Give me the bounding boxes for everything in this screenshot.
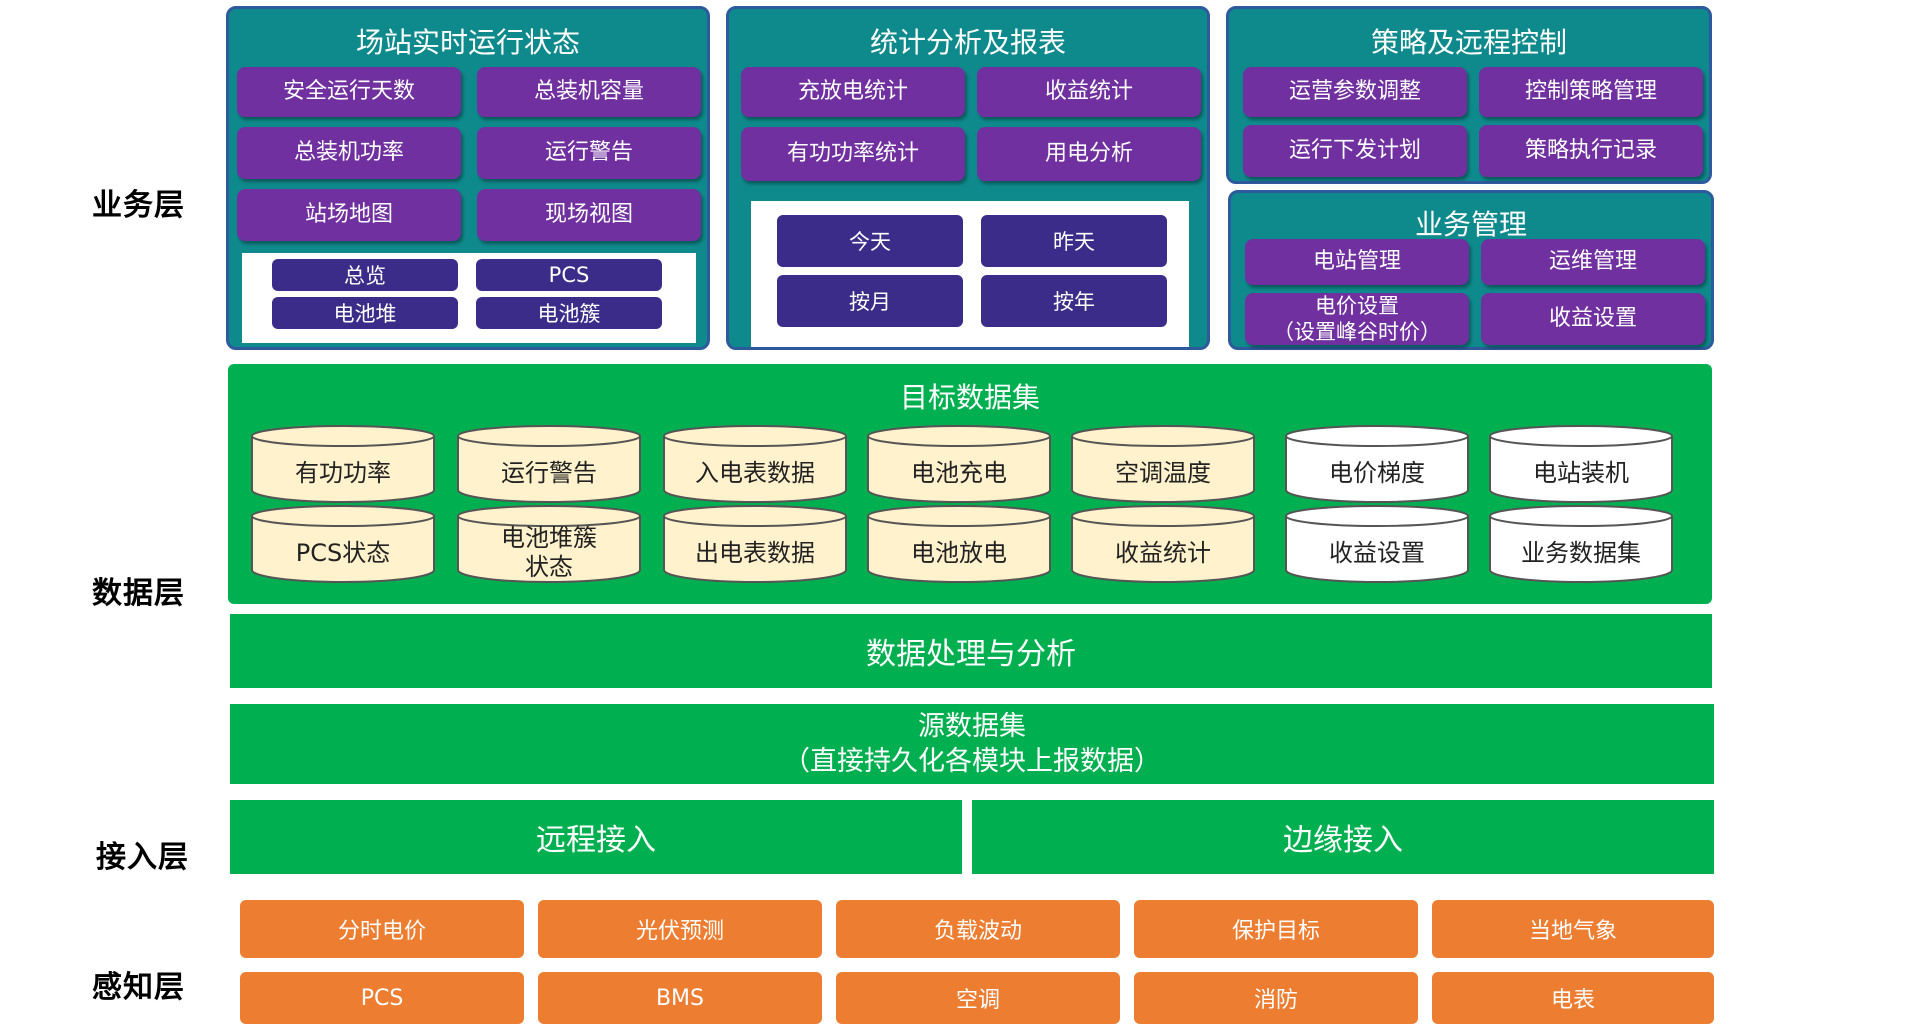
layer-label-perception: 感知层 [92, 970, 185, 1005]
database-icon [1489, 505, 1673, 583]
period-year-button[interactable]: 按年 [981, 275, 1167, 327]
data-processing-bar: 数据处理与分析 [230, 614, 1712, 688]
cylinder-label: 电池充电 [911, 458, 1007, 487]
station-management-button[interactable]: 电站管理 [1245, 239, 1469, 285]
strategy-execution-log-button[interactable]: 策略执行记录 [1479, 125, 1703, 177]
cylinder-label: PCS状态 [295, 538, 391, 567]
database-icon [1489, 425, 1673, 503]
cylinder-label: 出电表数据 [695, 538, 815, 567]
site-view-button[interactable]: 现场视图 [477, 189, 701, 241]
target-dataset-title: 目标数据集 [899, 381, 1040, 414]
nav-pcs-button[interactable]: PCS [476, 259, 662, 291]
pv-forecast-item: 光伏预测 [538, 900, 822, 958]
tou-price-item: 分时电价 [240, 900, 524, 958]
cylinder-label: 收益统计 [1115, 538, 1211, 567]
database-icon [457, 425, 641, 503]
layer-label-access: 接入层 [96, 840, 189, 875]
dispatch-plan-button[interactable]: 运行下发计划 [1243, 125, 1467, 177]
database-icon [1285, 505, 1469, 583]
nav-battery-cluster-button[interactable]: 电池簇 [476, 297, 662, 329]
control-strategy-button[interactable]: 控制策略管理 [1479, 67, 1703, 117]
cylinder-label: 入电表数据 [695, 458, 815, 487]
remote-access-bar: 远程接入 [230, 800, 962, 874]
bms-item: BMS [538, 972, 822, 1024]
meter-item: 电表 [1432, 972, 1714, 1024]
cylinder-label: 收益设置 [1329, 538, 1425, 567]
cylinder-label: 电池堆簇 状态 [501, 524, 597, 581]
database-icon [1071, 425, 1255, 503]
cylinder-pcs-status: PCS状态 [250, 504, 436, 584]
database-icon [1285, 425, 1469, 503]
database-icon [1071, 505, 1255, 583]
load-fluctuation-item: 负载波动 [836, 900, 1120, 958]
cylinder-revenue-setting: 收益设置 [1284, 504, 1470, 584]
cylinder-revenue-stats: 收益统计 [1070, 504, 1256, 584]
cylinder-price-gradient: 电价梯度 [1284, 424, 1470, 504]
air-conditioner-item: 空调 [836, 972, 1120, 1024]
operation-warning-button[interactable]: 运行警告 [477, 127, 701, 179]
cylinder-station-capacity: 电站装机 [1488, 424, 1674, 504]
station-map-button[interactable]: 站场地图 [237, 189, 461, 241]
active-power-stats-button[interactable]: 有功功率统计 [741, 127, 965, 181]
station-status-title: 场站实时运行状态 [355, 26, 580, 59]
source-dataset-subtitle: （直接持久化各模块上报数据） [783, 746, 1161, 777]
cylinder-label: 业务数据集 [1521, 538, 1641, 567]
nav-battery-stack-button[interactable]: 电池堆 [272, 297, 458, 329]
cylinder-label: 运行警告 [501, 458, 597, 487]
cylinder-label: 空调温度 [1115, 458, 1211, 487]
period-select-box: 今天 昨天 按月 按年 [751, 201, 1189, 347]
local-weather-item: 当地气象 [1432, 900, 1714, 958]
cylinder-label: 电池放电 [911, 538, 1007, 567]
cylinder-label: 电价梯度 [1329, 458, 1425, 487]
edge-access-bar: 边缘接入 [972, 800, 1714, 874]
cylinder-label: 有功功率 [295, 458, 391, 487]
total-installed-capacity-button[interactable]: 总装机容量 [477, 67, 701, 117]
period-yesterday-button[interactable]: 昨天 [981, 215, 1167, 267]
period-today-button[interactable]: 今天 [777, 215, 963, 267]
cylinder-label: 电站装机 [1533, 458, 1629, 487]
electricity-price-setting-button[interactable]: 电价设置 （设置峰谷时价） [1245, 293, 1469, 345]
database-icon [663, 425, 847, 503]
period-month-button[interactable]: 按月 [777, 275, 963, 327]
database-icon [663, 505, 847, 583]
power-usage-analysis-button[interactable]: 用电分析 [977, 127, 1201, 181]
statistics-panel: 统计分析及报表 充放电统计 收益统计 有功功率统计 用电分析 今天 昨天 按月 … [726, 6, 1210, 350]
operation-params-button[interactable]: 运营参数调整 [1243, 67, 1467, 117]
cylinder-inbound-meter-data: 入电表数据 [662, 424, 848, 504]
cylinder-outbound-meter-data: 出电表数据 [662, 504, 848, 584]
charge-discharge-stats-button[interactable]: 充放电统计 [741, 67, 965, 117]
cylinder-battery-stack-cluster-status: 电池堆簇 状态 [456, 504, 642, 584]
strategy-title: 策略及远程控制 [1370, 26, 1567, 59]
nav-overview-button[interactable]: 总览 [272, 259, 458, 291]
cylinder-active-power: 有功功率 [250, 424, 436, 504]
revenue-stats-button[interactable]: 收益统计 [977, 67, 1201, 117]
layer-label-data: 数据层 [92, 576, 185, 611]
statistics-title: 统计分析及报表 [869, 26, 1066, 59]
source-dataset-bar: 源数据集 （直接持久化各模块上报数据） [230, 704, 1714, 784]
station-nav-box: 总览 PCS 电池堆 电池簇 [242, 253, 696, 343]
database-icon [251, 505, 435, 583]
business-mgmt-title: 业务管理 [1414, 208, 1527, 241]
station-status-panel: 场站实时运行状态 安全运行天数 总装机容量 总装机功率 运行警告 站场地图 现场… [226, 6, 710, 350]
pcs-item: PCS [240, 972, 524, 1024]
database-icon [867, 425, 1051, 503]
cylinder-business-dataset: 业务数据集 [1488, 504, 1674, 584]
cylinder-operation-warning: 运行警告 [456, 424, 642, 504]
strategy-panel: 策略及远程控制 运营参数调整 控制策略管理 运行下发计划 策略执行记录 [1226, 6, 1712, 184]
cylinder-battery-charge: 电池充电 [866, 424, 1052, 504]
database-icon [867, 505, 1051, 583]
total-installed-power-button[interactable]: 总装机功率 [237, 127, 461, 179]
protection-target-item: 保护目标 [1134, 900, 1418, 958]
database-icon [251, 425, 435, 503]
cylinder-battery-discharge: 电池放电 [866, 504, 1052, 584]
business-mgmt-panel: 业务管理 电站管理 运维管理 电价设置 （设置峰谷时价） 收益设置 [1228, 190, 1714, 350]
safe-operation-days-button[interactable]: 安全运行天数 [237, 67, 461, 117]
revenue-setting-button[interactable]: 收益设置 [1481, 293, 1705, 345]
om-management-button[interactable]: 运维管理 [1481, 239, 1705, 285]
source-dataset-title: 源数据集 [918, 710, 1026, 742]
fire-protection-item: 消防 [1134, 972, 1418, 1024]
database-icon [457, 505, 641, 583]
layer-label-business: 业务层 [92, 188, 185, 223]
cylinder-ac-temperature: 空调温度 [1070, 424, 1256, 504]
